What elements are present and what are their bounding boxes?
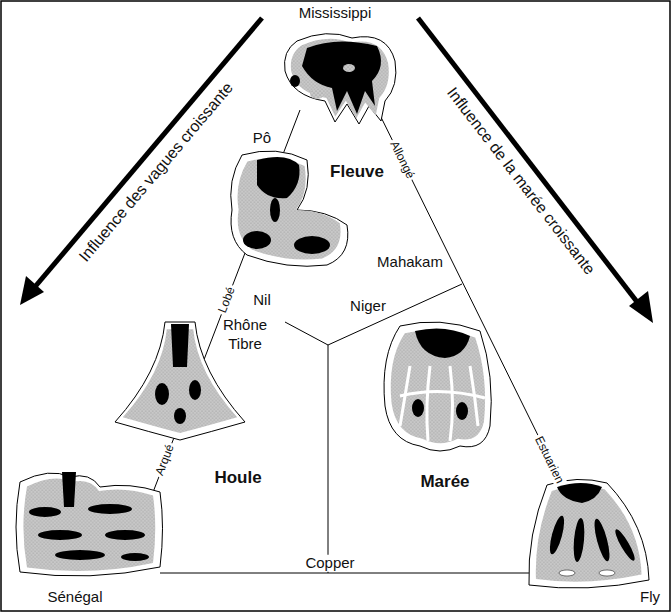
delta-name: Sénégal xyxy=(47,589,102,606)
end-member-label: Marée xyxy=(420,473,469,492)
tide-delta xyxy=(384,322,491,451)
triangle-lines xyxy=(150,105,562,573)
delta-name: Mahakam xyxy=(377,254,443,271)
tide-arrow xyxy=(418,18,653,323)
mississippi-delta xyxy=(285,34,396,124)
delta-name: Tibre xyxy=(228,336,262,353)
delta-name: Mississippi xyxy=(299,5,372,22)
delta-name: Rhône xyxy=(223,317,267,334)
delta-name: Copper xyxy=(303,555,356,572)
delta-name: Nil xyxy=(253,292,271,309)
delta-name: Pô xyxy=(253,130,271,147)
wave-delta xyxy=(115,322,245,440)
delta-name: Niger xyxy=(348,298,388,315)
delta-name: Fly xyxy=(640,589,660,606)
end-member-label: Fleuve xyxy=(330,163,384,182)
end-member-label: Houle xyxy=(214,469,261,488)
wave-arrow xyxy=(20,18,262,305)
fly-delta xyxy=(529,479,649,588)
senegal-delta xyxy=(16,472,163,576)
